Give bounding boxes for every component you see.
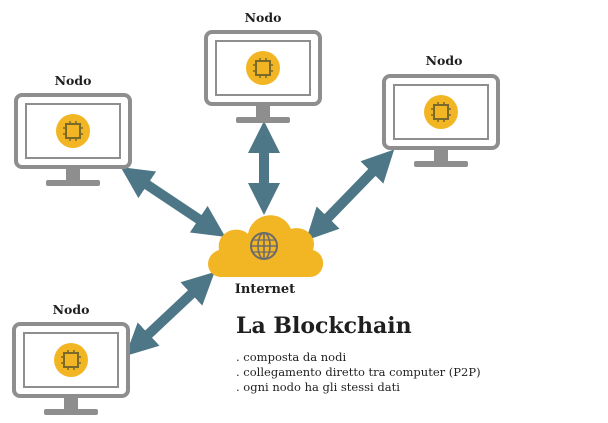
node-right: [382, 74, 500, 167]
chip-icon: [424, 95, 458, 129]
chip-icon: [246, 51, 280, 85]
node-label-bottom-left: Nodo: [52, 302, 90, 317]
diagram-title: La Blockchain: [236, 313, 412, 339]
double-arrow-icon: [125, 272, 215, 356]
node-label-top: Nodo: [244, 10, 282, 25]
node-label-left: Nodo: [54, 73, 92, 88]
chip-icon: [56, 114, 90, 148]
globe-icon: [250, 232, 278, 260]
node-label-right: Nodo: [425, 53, 463, 68]
cloud-icon: [208, 215, 324, 277]
node-top: [204, 30, 322, 123]
list-item: . ogni nodo ha gli stessi dati: [236, 380, 400, 394]
chip-icon: [54, 343, 88, 377]
node-left: [14, 93, 132, 186]
node-bottom-left: [12, 322, 130, 415]
hub-label: Internet: [234, 282, 296, 297]
double-arrow-icon: [305, 149, 395, 241]
list-item: . composta da nodi: [236, 350, 347, 364]
double-arrow-icon: [120, 167, 226, 237]
connection-arrows: [120, 120, 395, 356]
feature-list: . composta da nodi . collegamento dirett…: [236, 350, 481, 395]
list-item: . collegamento diretto tra computer (P2P…: [236, 365, 481, 379]
